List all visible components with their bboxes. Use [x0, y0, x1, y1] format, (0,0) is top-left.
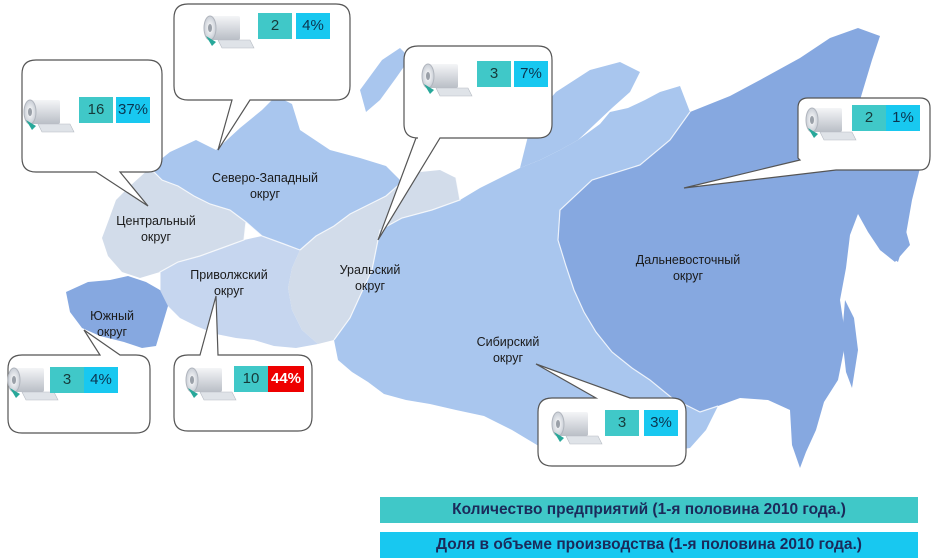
- region-northwest: [150, 96, 402, 250]
- share-badge-central: 37%: [116, 97, 150, 123]
- share-badge-fareast: 1%: [886, 105, 920, 131]
- share-badge-nw: 4%: [296, 13, 330, 39]
- region-label-central: Центральный округ: [104, 213, 208, 245]
- region-fareast-sakhalin: [842, 300, 858, 388]
- legend-share: Доля в объеме производства (1-я половина…: [380, 532, 918, 558]
- region-label-nw-line1: Северо-Западный: [212, 171, 318, 185]
- region-borders: [149, 111, 719, 413]
- paper-roll-icon: [805, 107, 857, 141]
- region-label-ural-line2: округ: [354, 279, 386, 293]
- region-volga: [160, 236, 318, 348]
- paper-roll-icon: [551, 411, 603, 445]
- count-badge-ural: 3: [477, 61, 511, 87]
- callout-central: [21, 59, 163, 207]
- region-label-volga-line2: округ: [213, 284, 245, 298]
- legend-count: Количество предприятий (1-я половина 201…: [380, 497, 918, 523]
- region-label-siberia: Сибирский округ: [460, 334, 556, 366]
- region-siberia-taymyr: [520, 62, 640, 168]
- paper-roll-icon: [421, 63, 473, 97]
- share-badge-volga: 44%: [268, 366, 304, 392]
- region-siberia: [334, 86, 718, 466]
- region-label-nw: Северо-Западный округ: [196, 170, 334, 202]
- region-label-south-line1: Южный: [90, 309, 134, 323]
- share-badge-ural: 7%: [514, 61, 548, 87]
- region-northwest-novaya-zemlya: [360, 48, 410, 112]
- share-badge-south: 4%: [84, 367, 118, 393]
- count-badge-siberia: 3: [605, 410, 639, 436]
- region-label-fareast-line2: округ: [672, 269, 704, 283]
- paper-roll-icon: [23, 99, 75, 133]
- region-label-fareast: Дальневосточный округ: [610, 252, 766, 284]
- region-label-fareast-line1: Дальневосточный: [635, 253, 741, 267]
- count-badge-south: 3: [50, 367, 84, 393]
- region-label-volga-line1: Приволжский: [190, 268, 268, 282]
- count-badge-fareast: 2: [852, 105, 886, 131]
- region-label-siberia-line1: Сибирский: [476, 335, 540, 349]
- share-badge-siberia: 3%: [644, 410, 678, 436]
- region-label-central-line1: Центральный: [116, 214, 196, 228]
- region-label-central-line2: округ: [140, 230, 172, 244]
- paper-roll-icon: [7, 367, 59, 401]
- paper-roll-icon: [203, 15, 255, 49]
- paper-roll-icon: [185, 367, 237, 401]
- region-label-nw-line2: округ: [249, 187, 281, 201]
- region-label-ural-line1: Уральский: [339, 263, 401, 277]
- count-badge-volga: 10: [234, 366, 268, 392]
- region-label-south: Южный округ: [76, 308, 148, 340]
- count-badge-central: 16: [79, 97, 113, 123]
- region-south: [66, 276, 168, 348]
- region-label-ural: Уральский округ: [320, 262, 420, 294]
- region-label-siberia-line2: округ: [492, 351, 524, 365]
- count-badge-nw: 2: [258, 13, 292, 39]
- region-label-south-line2: округ: [96, 325, 128, 339]
- region-label-volga: Приволжский округ: [170, 267, 288, 299]
- callout-ural: [377, 45, 553, 241]
